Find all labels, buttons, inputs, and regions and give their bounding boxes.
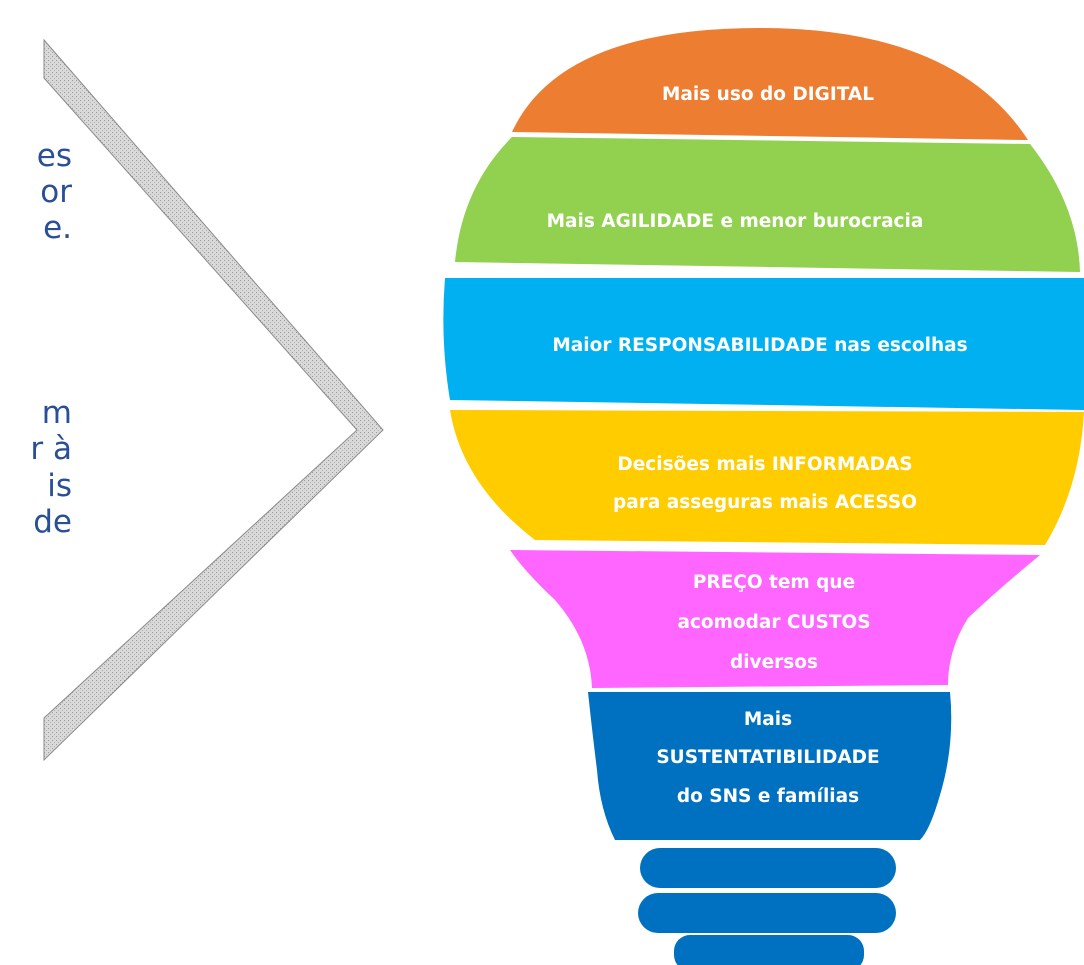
text-fragment: de: [33, 504, 72, 540]
bulb-base-ring: [640, 848, 896, 888]
chevron-arrow-shape: [43, 38, 384, 762]
band-blue-shape: [443, 278, 1084, 410]
band-label-line: PREÇO tem que: [693, 572, 855, 593]
text-fragment: r à: [30, 431, 72, 467]
band-label-line: do SNS e famílias: [677, 786, 859, 807]
band-label-line: Decisões mais INFORMADAS: [617, 454, 912, 475]
band-pink: PREÇO tem que acomodar CUSTOS diversos: [510, 550, 1040, 688]
band-orange-shape: [512, 28, 1028, 140]
band-green-shape: [455, 137, 1080, 272]
band-green: Mais AGILIDADE e menor burocracia: [455, 137, 1080, 272]
band-label-line: SUSTENTATIBILIDADE: [656, 747, 879, 768]
band-label-line: diversos: [730, 652, 818, 673]
band-dark-blue: Mais SUSTENTATIBILIDADE do SNS e família…: [588, 692, 952, 840]
text-fragment: m: [41, 395, 72, 431]
text-fragment: e.: [43, 210, 72, 246]
band-label-line: Mais AGILIDADE e menor burocracia: [547, 211, 924, 232]
bulb-base-ring: [674, 935, 864, 965]
band-label-line: Maior RESPONSABILIDADE nas escolhas: [552, 335, 967, 356]
band-label-line: Mais: [744, 709, 792, 730]
band-label-line: acomodar CUSTOS: [677, 612, 870, 633]
text-fragment: or: [40, 174, 72, 210]
band-pink-shape: [510, 550, 1040, 688]
band-label-line: Mais uso do DIGITAL: [662, 84, 874, 105]
band-yellow: Decisões mais INFORMADAS para asseguras …: [450, 410, 1084, 545]
band-blue: Maior RESPONSABILIDADE nas escolhas: [443, 278, 1084, 410]
text-fragment: is: [47, 468, 72, 504]
left-text-fragments: es or e. m r à is de: [0, 0, 72, 965]
band-orange: Mais uso do DIGITAL: [512, 28, 1028, 140]
bulb-base-ring: [638, 893, 896, 933]
text-fragment: es: [36, 138, 72, 174]
band-dark-blue-shape: [588, 692, 952, 840]
band-label-line: para asseguras mais ACESSO: [613, 492, 917, 513]
bulb-base: [638, 848, 896, 965]
band-yellow-shape: [450, 410, 1084, 545]
